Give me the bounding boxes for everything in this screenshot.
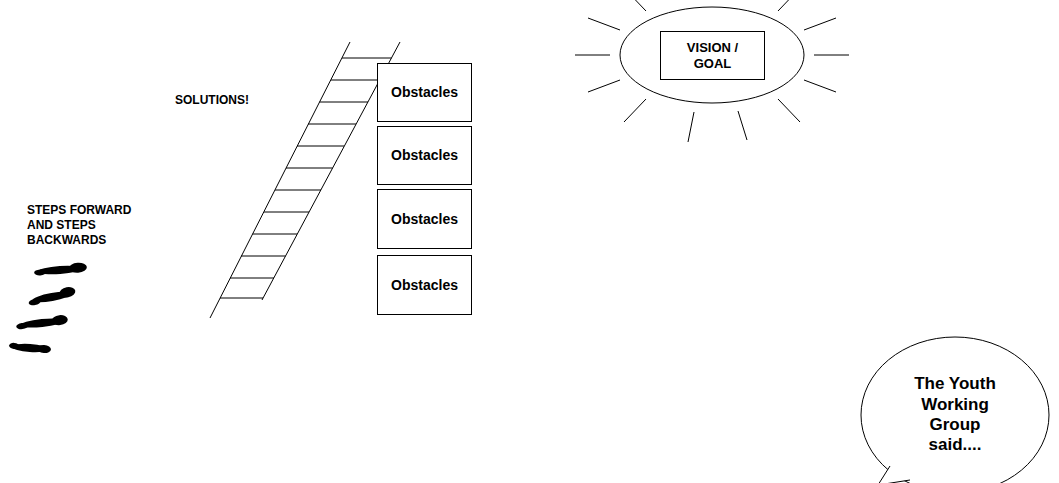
ladder-label: SOLUTIONS! (175, 93, 315, 108)
bubble-tail-fill (878, 466, 910, 483)
bubble-tail (878, 466, 910, 483)
node-text: Obstacles (391, 147, 458, 164)
node-text: Obstacles (391, 84, 458, 101)
obstacle-box: Obstacles (377, 63, 472, 122)
obstacle-box: Obstacles (377, 126, 472, 185)
node-text: Obstacles (391, 211, 458, 228)
ladder (210, 42, 400, 318)
sun-rays (575, 0, 849, 142)
obstacle-box: Obstacles (377, 189, 472, 249)
steps-label: STEPS FORWARD AND STEPS BACKWARDS (27, 203, 152, 248)
obstacle-box: Obstacles (377, 255, 472, 315)
node-text: VISION / GOAL (674, 40, 752, 71)
sun-circle (620, 7, 804, 103)
speech-bubble: The Youth Working Group said.... (860, 335, 1050, 483)
footprints (9, 262, 87, 353)
goal-box: VISION / GOAL (660, 31, 765, 80)
node-text: The Youth Working Group said.... (908, 374, 1002, 456)
bubble-ellipse (861, 337, 1049, 483)
node-text: Obstacles (391, 277, 458, 294)
